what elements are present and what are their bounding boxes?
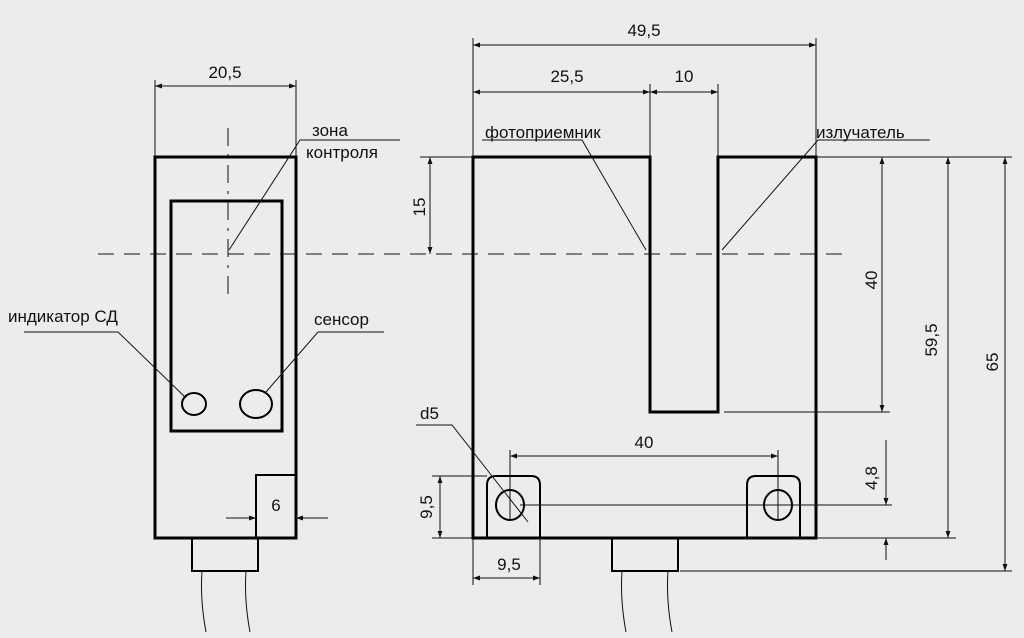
front-cable-right <box>245 570 251 633</box>
side-cable-right <box>667 570 673 633</box>
leader-sensor <box>265 331 384 393</box>
labels: зона контроля индикатор СД сенсор фотопр… <box>8 21 1002 574</box>
dim-slot-width: 10 <box>675 67 694 86</box>
dim-receiver-offset: 25,5 <box>550 67 583 86</box>
front-cable-left <box>201 570 207 633</box>
dim-slot-depth: 40 <box>862 271 881 290</box>
label-photoreceiver: фотоприемник <box>485 123 601 142</box>
dim-hole-center-height: 4,8 <box>862 466 881 490</box>
led-indicator-icon <box>181 392 207 416</box>
front-view <box>24 80 400 633</box>
dim-total-height: 65 <box>983 353 1002 372</box>
dim-hole-offset-x: 9,5 <box>497 555 521 574</box>
front-step <box>255 474 296 538</box>
side-body-outline <box>471 155 818 540</box>
dim-hole-spacing: 40 <box>635 433 654 452</box>
mounting-lug-right <box>746 475 801 538</box>
dim-front-width: 20,5 <box>208 63 241 82</box>
mounting-lug-left <box>486 475 541 538</box>
leader-emitter <box>721 139 930 251</box>
dim-hole-offset-y: 9,5 <box>417 495 436 519</box>
sensor-icon <box>239 389 273 419</box>
label-sensor: сенсор <box>314 310 369 329</box>
leader-led <box>24 331 187 399</box>
label-led-indicator: индикатор СД <box>8 307 118 326</box>
leader-hole-diameter <box>416 424 529 523</box>
label-hole-diameter: d5 <box>420 404 439 423</box>
side-cable-left <box>621 570 627 633</box>
leader-photoreceiver <box>482 139 647 251</box>
front-window <box>169 199 284 433</box>
dim-total-width: 49,5 <box>627 21 660 40</box>
label-zone-line2: контроля <box>306 143 378 162</box>
front-body-outline <box>153 155 298 540</box>
front-cable-gland <box>191 537 259 572</box>
dim-center-height: 15 <box>410 198 429 217</box>
label-zone-line1: зона <box>312 121 348 140</box>
side-cable-gland <box>611 537 679 572</box>
side-view <box>416 38 1012 633</box>
label-emitter: излучатель <box>816 123 905 142</box>
dim-step-width: 6 <box>271 496 280 515</box>
dim-body-height: 59,5 <box>922 323 941 356</box>
leader-zone <box>228 139 400 251</box>
